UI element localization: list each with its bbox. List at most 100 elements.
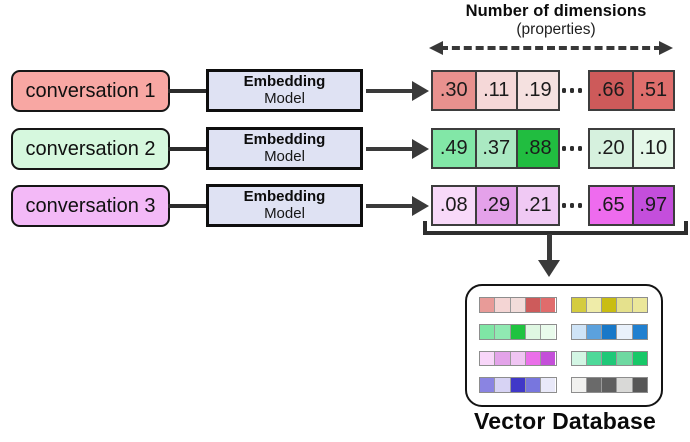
embedding-label: Embedding bbox=[243, 130, 326, 148]
mini-vector-cell bbox=[524, 324, 541, 339]
merge-bracket bbox=[423, 231, 688, 235]
vector-row-head: .08.29.21 bbox=[431, 185, 560, 226]
model-label: Model bbox=[264, 204, 305, 222]
mini-magenta-vector bbox=[479, 350, 557, 367]
model-label: Model bbox=[264, 89, 305, 107]
vector-cell: .20 bbox=[590, 130, 632, 167]
vector-cell: .37 bbox=[474, 130, 516, 167]
vector-row-head: .49.37.88 bbox=[431, 128, 560, 169]
mini-vector-cell bbox=[616, 298, 632, 312]
dimensions-subtitle: (properties) bbox=[516, 21, 596, 38]
mini-vector-cell bbox=[540, 324, 556, 339]
mini-vector-cell bbox=[601, 324, 617, 339]
mini-vector-cell bbox=[601, 298, 617, 312]
mini-vector-cell bbox=[616, 378, 632, 392]
conversation-label: conversation 2 bbox=[25, 137, 156, 160]
mini-vector-cell bbox=[601, 378, 617, 392]
mini-vector-cell bbox=[631, 298, 647, 312]
conversation-label: conversation 3 bbox=[25, 194, 156, 217]
mini-vector-cell bbox=[494, 298, 510, 312]
mini-vector-cell bbox=[524, 298, 541, 312]
mini-vector-cell bbox=[571, 324, 586, 339]
conversation-box-2: conversation 2 bbox=[11, 128, 170, 170]
mini-vector-cell bbox=[616, 324, 632, 339]
mini-vector-cell bbox=[480, 298, 495, 312]
mini-vector-cell bbox=[524, 378, 541, 392]
conversation-box-1: conversation 1 bbox=[11, 70, 170, 112]
vector-cell: .51 bbox=[631, 72, 673, 109]
connector-line bbox=[168, 204, 208, 208]
mini-vector-cell bbox=[494, 378, 510, 392]
ellipsis-icon bbox=[559, 70, 585, 111]
mini-vector-cell bbox=[585, 298, 602, 312]
model-label: Model bbox=[264, 147, 305, 165]
vector-cell: .30 bbox=[433, 72, 475, 109]
vector-row-head: .30.11.19 bbox=[431, 70, 560, 111]
mini-blue-vector bbox=[570, 323, 648, 340]
mini-vector-cell bbox=[585, 378, 602, 392]
mini-vector-cell bbox=[509, 351, 525, 366]
mini-vector-cell bbox=[601, 351, 617, 366]
ellipsis-icon bbox=[559, 128, 585, 169]
mini-vector-cell bbox=[509, 378, 525, 392]
conversation-box-3: conversation 3 bbox=[11, 185, 170, 227]
mini-vector-cell bbox=[524, 351, 541, 366]
dimensions-title: Number of dimensions bbox=[465, 2, 647, 20]
vector-cell: .65 bbox=[590, 187, 632, 224]
mini-vector-cell bbox=[494, 324, 510, 339]
mini-vector-cell bbox=[509, 324, 525, 339]
mini-vector-cell bbox=[494, 351, 510, 366]
vector-row-tail: .65.97 bbox=[588, 185, 675, 226]
vector-cell: .21 bbox=[516, 187, 558, 224]
mini-vector-cell bbox=[571, 351, 586, 366]
vector-cell: .66 bbox=[590, 72, 632, 109]
mini-vector-cell bbox=[540, 298, 556, 312]
ellipsis-icon bbox=[559, 185, 585, 226]
mini-vector-cell bbox=[585, 351, 602, 366]
flow-arrow-head-icon bbox=[412, 195, 429, 216]
merge-arrow-head-icon bbox=[538, 260, 560, 277]
vector-database-label: Vector Database bbox=[474, 408, 656, 434]
flow-arrow bbox=[366, 146, 413, 151]
mini-gray-vector bbox=[570, 377, 648, 393]
vector-row-tail: .66.51 bbox=[588, 70, 675, 111]
vector-cell: .19 bbox=[516, 72, 558, 109]
mini-vector-cell bbox=[480, 324, 495, 339]
mini-vector-cell bbox=[540, 378, 556, 392]
mini-vector-cell bbox=[540, 351, 556, 366]
embedding-label: Embedding bbox=[243, 72, 326, 90]
embedding-label: Embedding bbox=[243, 187, 326, 205]
dimensions-span-arrow bbox=[429, 41, 673, 55]
mini-yellow-vector bbox=[570, 297, 648, 313]
dashed-line bbox=[440, 46, 662, 50]
vector-database-grid bbox=[479, 297, 648, 393]
mini-teal-vector bbox=[570, 350, 648, 367]
mini-vector-cell bbox=[585, 324, 602, 339]
connector-line bbox=[168, 147, 208, 151]
flow-arrow bbox=[366, 203, 413, 208]
merge-bracket-left-tick bbox=[423, 221, 427, 233]
mini-green-vector bbox=[479, 323, 557, 340]
mini-violet-vector bbox=[479, 377, 557, 393]
mini-red-vector bbox=[479, 297, 557, 313]
connector-line bbox=[168, 89, 208, 93]
merge-bracket-right-tick bbox=[684, 221, 688, 233]
vector-cell: .97 bbox=[631, 187, 673, 224]
mini-vector-cell bbox=[631, 324, 647, 339]
arrow-left-icon bbox=[429, 41, 443, 55]
merge-arrow bbox=[547, 234, 552, 261]
mini-vector-cell bbox=[571, 378, 586, 392]
vector-cell: .88 bbox=[516, 130, 558, 167]
mini-vector-cell bbox=[631, 378, 647, 392]
conversation-label: conversation 1 bbox=[25, 79, 156, 102]
mini-vector-cell bbox=[509, 298, 525, 312]
flow-arrow bbox=[366, 88, 413, 93]
vector-cell: .10 bbox=[631, 130, 673, 167]
mini-vector-cell bbox=[631, 351, 647, 366]
